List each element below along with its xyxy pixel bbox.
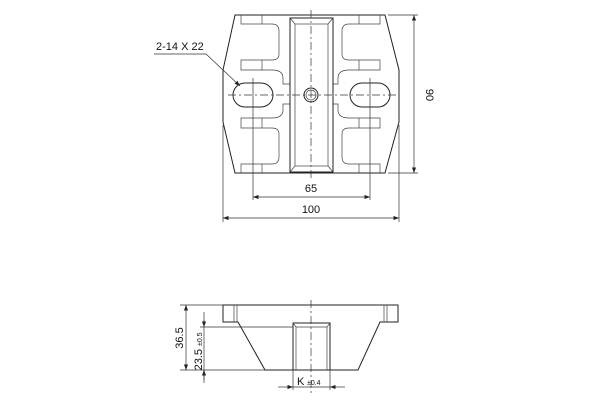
dim-90: 90	[423, 89, 435, 101]
side-slot	[292, 322, 331, 370]
left-upper-ribs	[240, 15, 290, 85]
right-lower-ribs	[333, 103, 381, 173]
dim-65: 65	[305, 183, 317, 195]
dim-23-5-tolerance: ±0.5	[197, 332, 204, 346]
dim-36-5: 36.5	[174, 327, 186, 348]
side-view: 36.5 23.5 ±0.5 K ±0.4	[174, 300, 399, 395]
side-outline	[222, 304, 399, 371]
right-upper-ribs	[333, 15, 381, 85]
dim-100: 100	[302, 204, 320, 216]
dim-k: K	[297, 376, 305, 388]
dim-23-5: 23.5	[193, 349, 205, 370]
part-outline	[222, 14, 400, 174]
hole-callout: 2-14 X 22	[156, 41, 204, 53]
top-view: 2-14 X 22 65 100 90	[154, 10, 435, 222]
left-lower-ribs	[240, 103, 290, 173]
dim-k-tolerance: ±0.4	[307, 380, 321, 387]
center-channel	[289, 17, 334, 173]
